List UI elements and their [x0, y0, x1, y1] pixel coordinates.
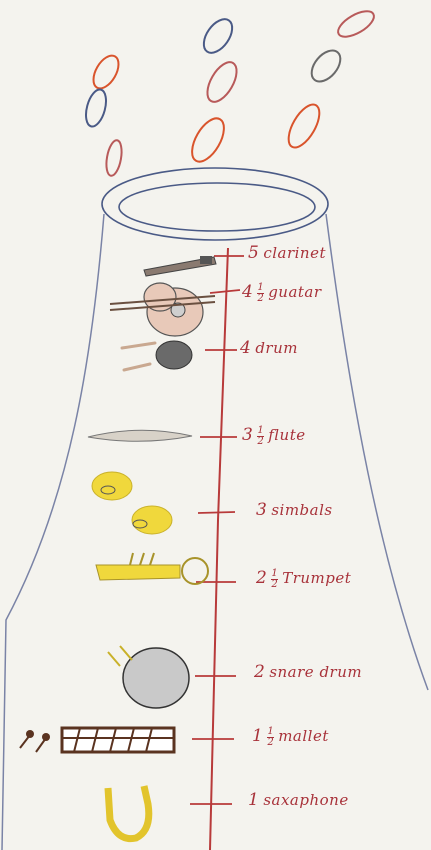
- cone-right-side: [326, 214, 428, 690]
- floating-ovals: [82, 6, 377, 177]
- snare-drum-drawing: [108, 646, 189, 708]
- cone-rim: [102, 168, 328, 240]
- guitar-drawing: [110, 283, 215, 336]
- flute-drawing: [88, 430, 192, 441]
- clarinet-drawing: [144, 256, 216, 276]
- cymbals-drawing: [92, 472, 172, 534]
- cone-left-side: [2, 214, 104, 850]
- saxophone-drawing: [108, 786, 149, 839]
- scale-axis-line: [210, 248, 228, 850]
- trumpet-drawing: [96, 553, 208, 584]
- drum-drawing: [122, 341, 192, 370]
- mallet-drawing: [20, 728, 174, 752]
